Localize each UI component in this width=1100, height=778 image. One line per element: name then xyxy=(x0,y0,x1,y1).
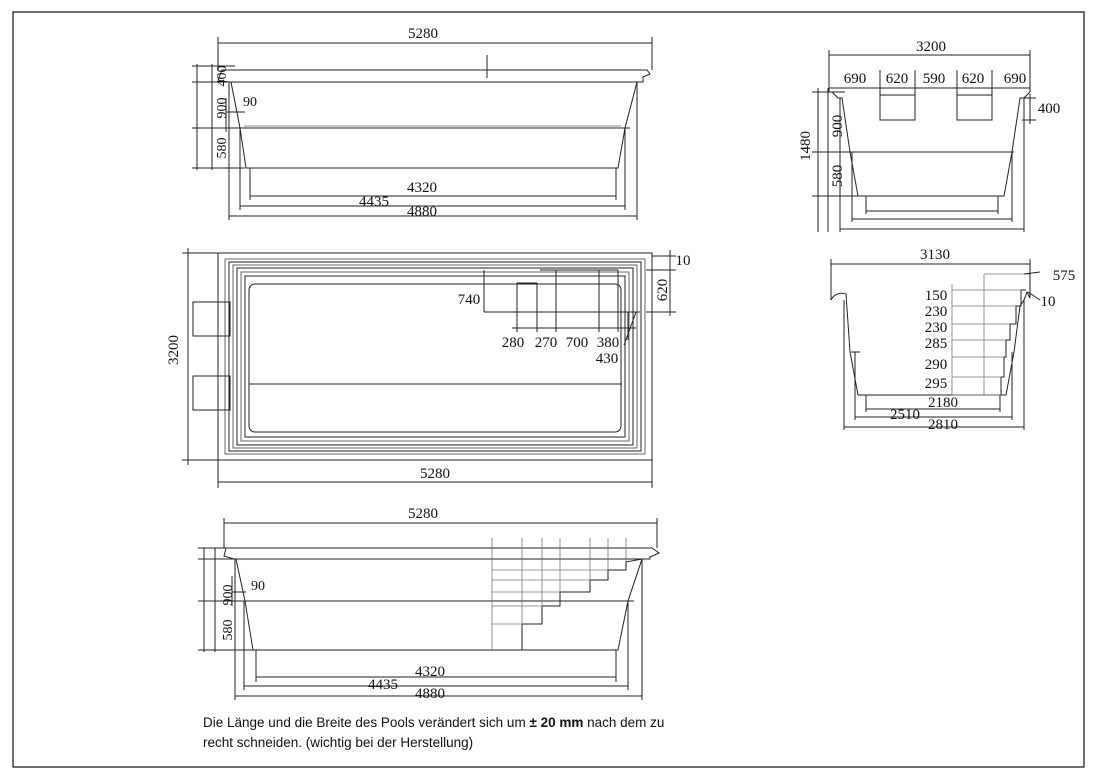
plan-step-4-label: 380 xyxy=(597,335,620,351)
side-bottom-lower-height-label: 580 xyxy=(221,620,236,641)
note-line-2: recht schneiden. (wichtig bei der Herste… xyxy=(203,735,474,750)
end-top-segment-2-label: 620 xyxy=(886,71,909,87)
side-top-floor-length-label: 4320 xyxy=(407,180,437,196)
end-bottom-floor-width-label: 2180 xyxy=(928,395,958,411)
side-bottom-floor-length-label: 4320 xyxy=(415,664,445,680)
end-top-upper-height-label: 900 xyxy=(830,115,846,138)
end-bottom-step-6-label: 295 xyxy=(925,376,948,392)
side-bottom-mid-length-label: 4435 xyxy=(368,677,398,693)
drawing-frame xyxy=(12,11,1085,768)
end-top-segment-1-label: 690 xyxy=(844,71,867,87)
end-top-segment-5-label: 690 xyxy=(1004,71,1027,87)
side-top-offset-label: 90 xyxy=(243,95,257,110)
note-line-1-pre: Die Länge und die Breite des Pools verän… xyxy=(203,715,530,730)
end-bottom-step-2-label: 230 xyxy=(925,304,948,320)
side-view-top xyxy=(192,37,653,220)
plan-step-3-label: 700 xyxy=(566,335,589,351)
end-bottom-step-5-label: 290 xyxy=(925,357,948,373)
plan-length-label: 5280 xyxy=(420,466,450,482)
plan-step-1-label: 280 xyxy=(502,335,525,351)
side-top-rim-height-label: 400 xyxy=(215,66,230,87)
end-top-rim-height-label: 400 xyxy=(1038,101,1061,117)
end-bottom-step-3-label: 230 xyxy=(925,320,948,336)
side-top-bench-length-label: 4880 xyxy=(407,204,437,220)
side-bottom-bench-length-label: 4880 xyxy=(415,686,445,702)
note-line-1: Die Länge und die Breite des Pools verän… xyxy=(203,713,723,733)
end-bottom-overall-width-label: 3130 xyxy=(920,247,950,263)
side-top-upper-height-label: 900 xyxy=(215,98,230,119)
end-top-overall-width-label: 3200 xyxy=(916,39,946,55)
plan-width-label: 3200 xyxy=(166,335,182,365)
note-line-1-post: nach dem zu xyxy=(583,715,665,730)
plan-rim-label: 10 xyxy=(676,253,691,269)
plan-step-2-label: 270 xyxy=(535,335,558,351)
end-view-top xyxy=(812,50,1036,232)
side-top-overall-length-label: 5280 xyxy=(408,26,438,42)
side-top-lower-height-label: 580 xyxy=(215,138,230,159)
side-top-mid-length-label: 4435 xyxy=(359,194,389,210)
note-tolerance: ± 20 mm xyxy=(529,715,584,730)
end-view-bottom xyxy=(830,259,1041,430)
end-bottom-base-width-label: 2810 xyxy=(928,417,958,433)
plan-step-extra-label: 430 xyxy=(596,351,619,367)
end-top-segment-3-label: 590 xyxy=(923,71,946,87)
side-view-bottom xyxy=(198,518,661,700)
plan-step-width-label: 740 xyxy=(458,292,481,308)
side-bottom-overall-length-label: 5280 xyxy=(408,506,438,522)
end-bottom-step-1-label: 150 xyxy=(925,288,948,304)
end-top-segment-4-label: 620 xyxy=(962,71,985,87)
side-bottom-offset-label: 90 xyxy=(251,579,265,594)
plan-step-depth-label: 620 xyxy=(655,279,671,302)
plan-view xyxy=(182,248,676,488)
end-top-lower-height-label: 580 xyxy=(830,165,846,188)
end-top-total-height-label: 1480 xyxy=(798,131,814,161)
side-bottom-upper-height-label: 900 xyxy=(221,585,236,606)
manufacturing-note: Die Länge und die Breite des Pools verän… xyxy=(203,713,723,753)
end-bottom-rim-side-label: 10 xyxy=(1041,294,1056,310)
end-bottom-step-4-label: 285 xyxy=(925,336,948,352)
end-bottom-mid-width-label: 2510 xyxy=(890,407,920,423)
end-bottom-rim-top-label: 575 xyxy=(1053,268,1076,284)
